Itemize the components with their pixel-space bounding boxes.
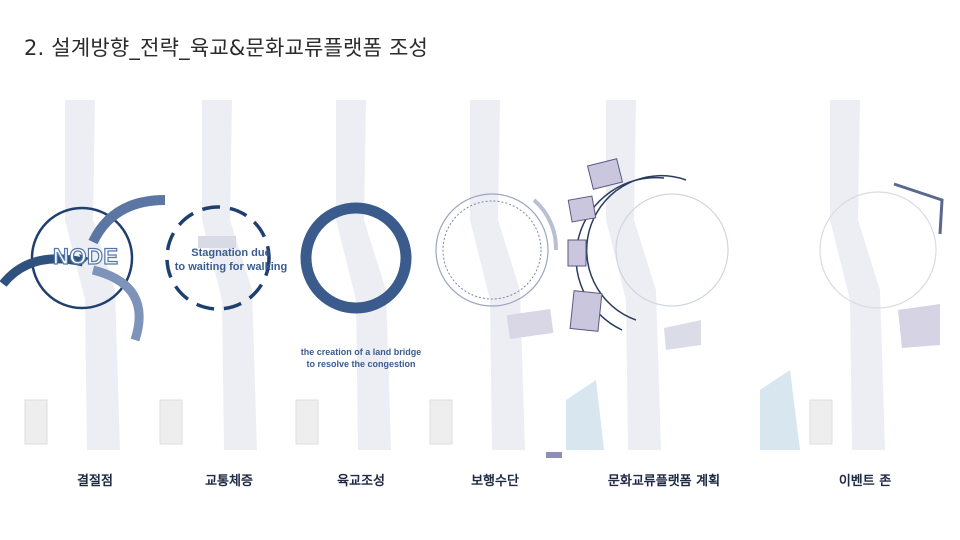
- caption-event-zone: 이벤트 존: [838, 474, 892, 489]
- bridge-ring: [300, 202, 412, 314]
- caption-node: 결절점: [77, 474, 113, 489]
- congestion-diagram: [159, 100, 271, 450]
- culture-platform-diagram: [566, 100, 729, 450]
- caption-land-bridge: 육교조성: [337, 474, 385, 489]
- caption-congestion: 교통체증: [205, 474, 253, 489]
- walking-diagram: [429, 100, 562, 458]
- event-zone-block: [893, 182, 944, 235]
- crowd-block: [198, 236, 236, 248]
- arrow-left-icon: [0, 254, 84, 287]
- panel-node: NODE: [0, 100, 166, 450]
- node-circle: [30, 206, 134, 310]
- caption-walking: 보행수단: [471, 474, 519, 489]
- node-diagram: [0, 100, 166, 450]
- caption-culture-platform: 문화교류플랫폼 계획: [607, 474, 721, 489]
- arrow-top-icon: [88, 195, 166, 245]
- dashed-circle: [165, 205, 271, 311]
- event-zone-diagram: [760, 100, 944, 450]
- node-label: NODE: [52, 243, 119, 269]
- arrow-bottom-icon: [91, 265, 144, 342]
- slide-title: 2. 설계방향_전략_육교&문화교류플랫폼 조성: [24, 36, 429, 60]
- land-bridge-diagram: [295, 100, 412, 450]
- panel-culture-platform: [566, 100, 729, 450]
- stair-block: [506, 309, 554, 339]
- panel-event-zone: [760, 100, 944, 450]
- panel-walking: [429, 100, 566, 458]
